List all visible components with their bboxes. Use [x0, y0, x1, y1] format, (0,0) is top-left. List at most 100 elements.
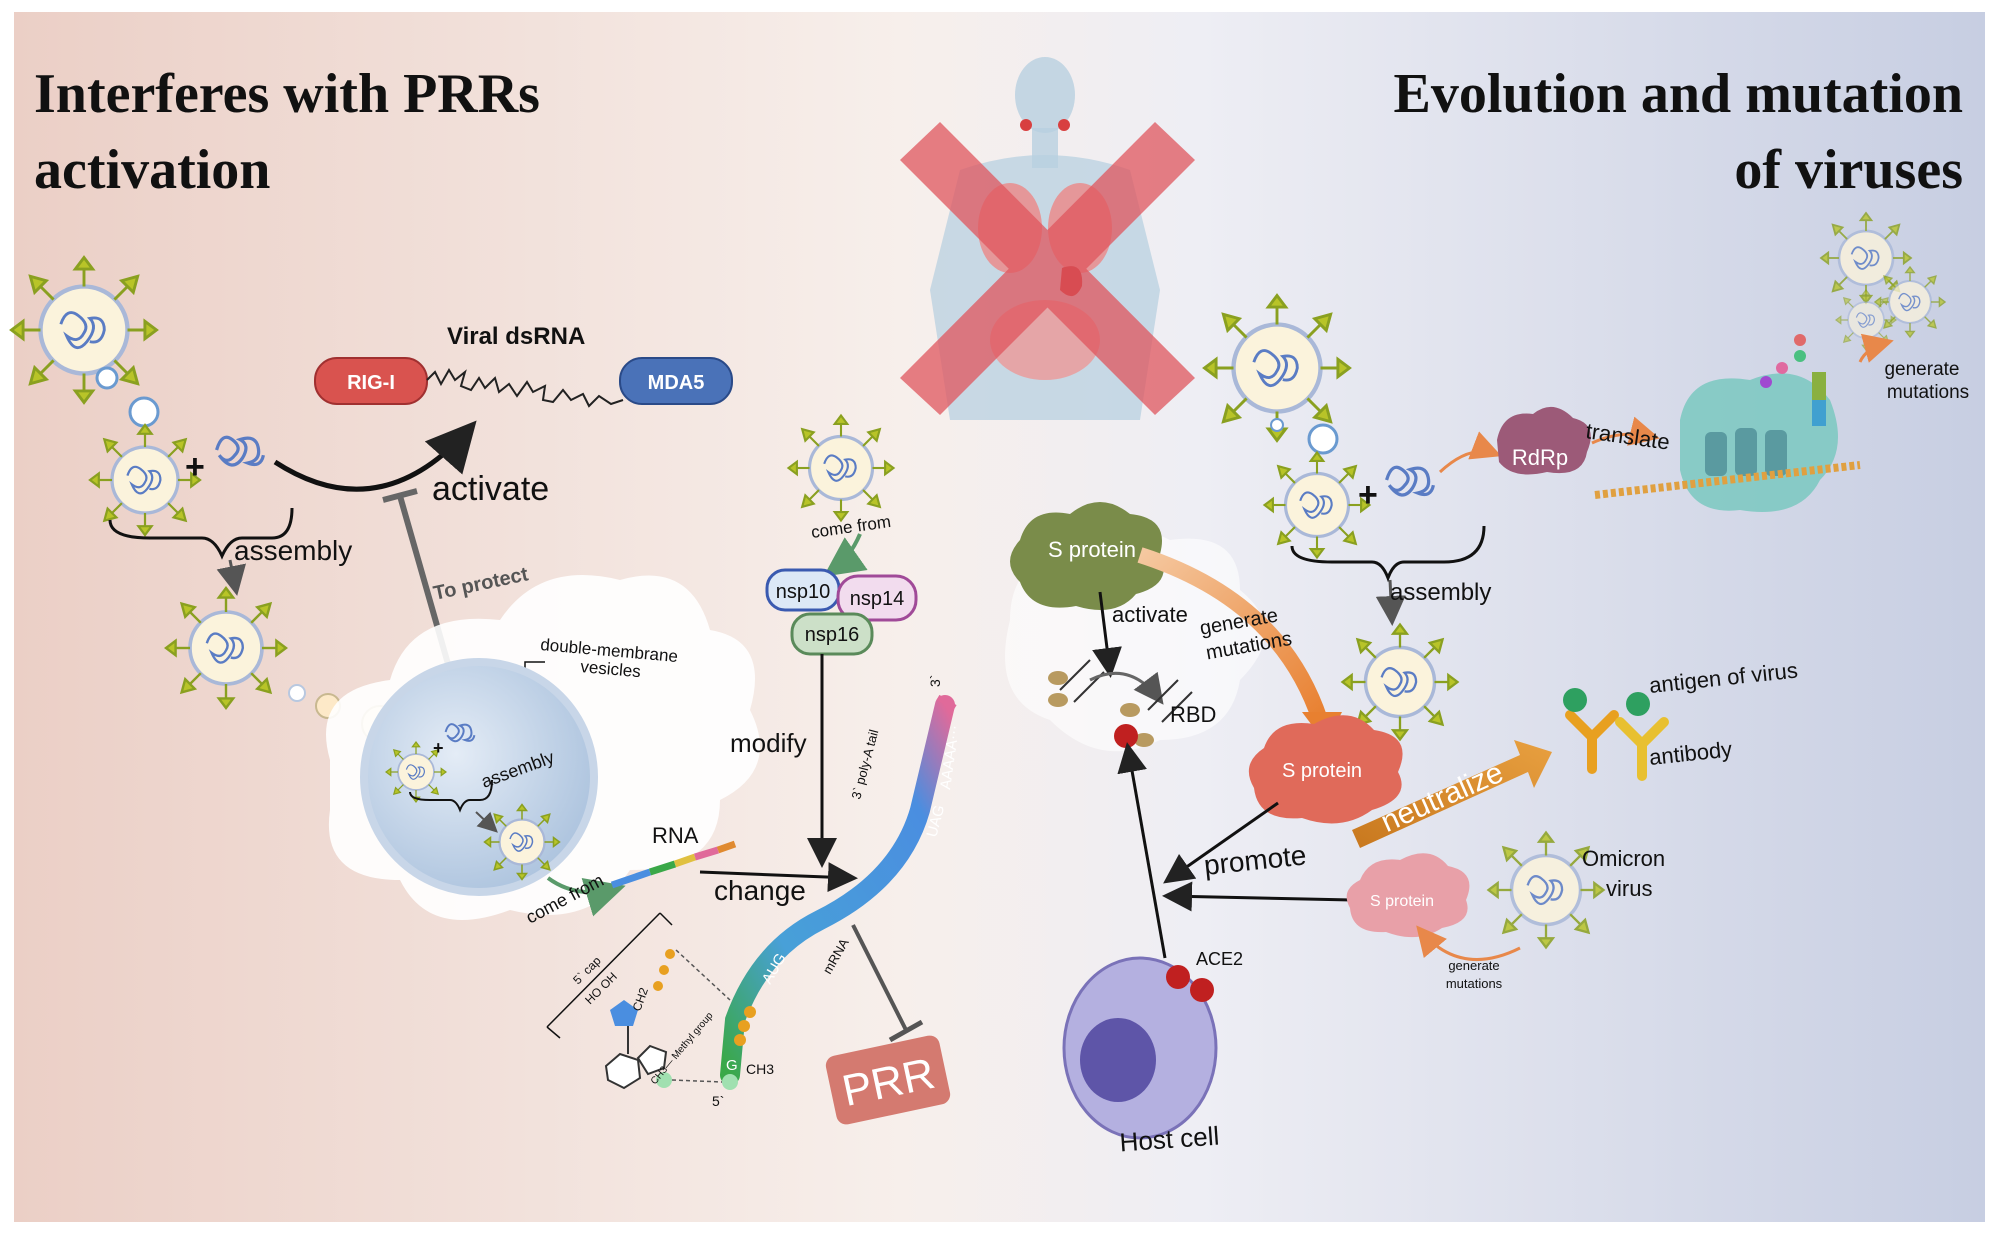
phosphate-icon — [665, 949, 675, 959]
omicron-label-line2: virus — [1606, 876, 1652, 901]
to-rdrp-arrow — [1438, 431, 1502, 474]
middle-panel: come from nsp10 nsp14 nsp16 modify 3` 3`… — [546, 413, 963, 1125]
s-protein-pink-blob — [1346, 853, 1470, 938]
ace2-label: ACE2 — [1196, 949, 1243, 969]
generate-mutations-bottom-line1: generate — [1448, 958, 1499, 973]
cap-link-dashed — [675, 949, 731, 1001]
vesicle-icon — [1307, 423, 1339, 455]
virus-icon-middle — [786, 413, 896, 523]
host-cell-label: Host cell — [1119, 1121, 1221, 1158]
antibody-antigen-icon — [1563, 688, 1669, 781]
activate-label-right: activate — [1112, 602, 1188, 627]
activate-arrow-right — [1092, 591, 1122, 678]
omicron-label-line1: Omicron — [1582, 846, 1665, 871]
mda5-badge — [619, 357, 733, 405]
assembly-brace — [108, 507, 294, 560]
left-title-line2: activation — [34, 139, 270, 201]
prr-inhibition-line — [851, 924, 908, 1031]
rdrp-blob — [1497, 406, 1591, 475]
lymph-node-icon — [1058, 119, 1070, 131]
generate-mutations-bottom-line2: mutations — [1446, 976, 1503, 991]
nsp16-badge — [790, 612, 874, 656]
guanine-ring-icon — [636, 1044, 668, 1076]
generate-mutations-top-line1: generate — [1884, 359, 1959, 380]
s-protein-2-label: S protein — [1282, 760, 1362, 782]
plus-sign-right: + — [1358, 476, 1378, 514]
ace2-receptor-icon — [1190, 978, 1214, 1002]
inner-assembled-virus-icon — [483, 803, 561, 881]
nsp10-label: nsp10 — [776, 581, 831, 603]
rna-label: RNA — [652, 823, 699, 848]
assembly-label-right: assembly — [1390, 579, 1491, 606]
right-title-line1: Evolution and mutation — [1394, 63, 1964, 125]
assembly-brace-right — [1290, 525, 1486, 583]
change-label: change — [714, 875, 806, 906]
inhibition-bar — [382, 488, 418, 503]
change-arrow — [699, 862, 858, 893]
come-from-arrow — [546, 876, 626, 917]
phosphate-icon — [659, 965, 669, 975]
inner-assembly-arrow — [475, 811, 498, 833]
generate-mutations-big-arrow — [1137, 547, 1328, 723]
head-icon — [1015, 57, 1075, 133]
vesicle-icon — [128, 396, 160, 428]
body-crossed-out — [900, 57, 1195, 420]
bubble-icon — [288, 684, 306, 702]
plus-sign-left: + — [185, 448, 205, 486]
generate-mutations-arrow-top — [1858, 333, 1894, 363]
rna-strand-icon — [610, 840, 737, 889]
viral-dsrna-label: Viral dsRNA — [447, 323, 585, 350]
assembly-arrow — [216, 559, 247, 596]
ch3-label: CH3 — [746, 1061, 774, 1077]
nsp14-badge — [836, 574, 918, 622]
phosphate-icon — [653, 981, 663, 991]
generate-mutations-top-line2: mutations — [1887, 382, 1969, 403]
rig-i-label: RIG-I — [347, 372, 395, 394]
s-protein-green-blob — [1010, 502, 1164, 610]
inner-plus-sign: + — [433, 738, 444, 758]
left-title-line1: Interferes with PRRs — [34, 63, 540, 125]
right-title-line2: of viruses — [1734, 139, 1963, 201]
guanine-ring-icon — [604, 1052, 642, 1090]
assembly-label-left: assembly — [234, 535, 352, 566]
activate-arc-arrow — [273, 420, 477, 492]
methyl-node-icon — [656, 1072, 672, 1088]
s-protein-red-blob — [1248, 715, 1403, 824]
nsp14-label: nsp14 — [850, 588, 905, 610]
come-from-arrow-middle — [823, 533, 868, 577]
s-protein-1-label: S protein — [1048, 537, 1136, 562]
prr-inhibition-bar — [888, 1019, 924, 1043]
s-protein-3-label: S protein — [1370, 893, 1434, 910]
assembly-arrow-right — [1375, 579, 1406, 626]
nsp16-label: nsp16 — [805, 624, 860, 646]
cap-node-icon — [722, 1074, 738, 1090]
ace2-to-rbd-arrow — [1117, 742, 1167, 959]
phosphate-icon — [738, 1020, 750, 1032]
phosphate-icon — [744, 1006, 756, 1018]
generate-mutations-arrow-bottom — [1416, 925, 1521, 962]
spike-rbd-icon — [1048, 659, 1193, 748]
methyl-link-dashed — [671, 1079, 723, 1083]
mrna-strand-icon — [720, 695, 955, 1085]
promote-arrow-upper — [1163, 801, 1279, 884]
lymph-node-icon — [1020, 119, 1032, 131]
nucleus-icon — [1080, 1018, 1156, 1102]
dsrna-strand-icon — [426, 368, 624, 408]
virus-shell-icon-right — [1262, 450, 1372, 560]
assembled-virus-icon — [164, 586, 288, 710]
ace2-receptor-icon — [1166, 965, 1190, 989]
virus-shell-icon — [88, 423, 202, 537]
g-label: G — [726, 1057, 738, 1074]
promote-arrow-lower — [1162, 881, 1353, 912]
ribosome-icon — [1594, 334, 1861, 512]
red-x-icon — [900, 122, 1195, 415]
prr-badge — [825, 1035, 951, 1125]
poly-a-segment — [936, 694, 957, 711]
five-prime-label: 5` — [712, 1093, 724, 1109]
rdrp-label: RdRp — [1512, 445, 1568, 470]
activate-label: activate — [432, 470, 549, 508]
mutated-virus-green-icon — [1873, 265, 1947, 339]
rbd-label: RBD — [1170, 702, 1216, 727]
virus-icon-topleft — [11, 258, 156, 403]
